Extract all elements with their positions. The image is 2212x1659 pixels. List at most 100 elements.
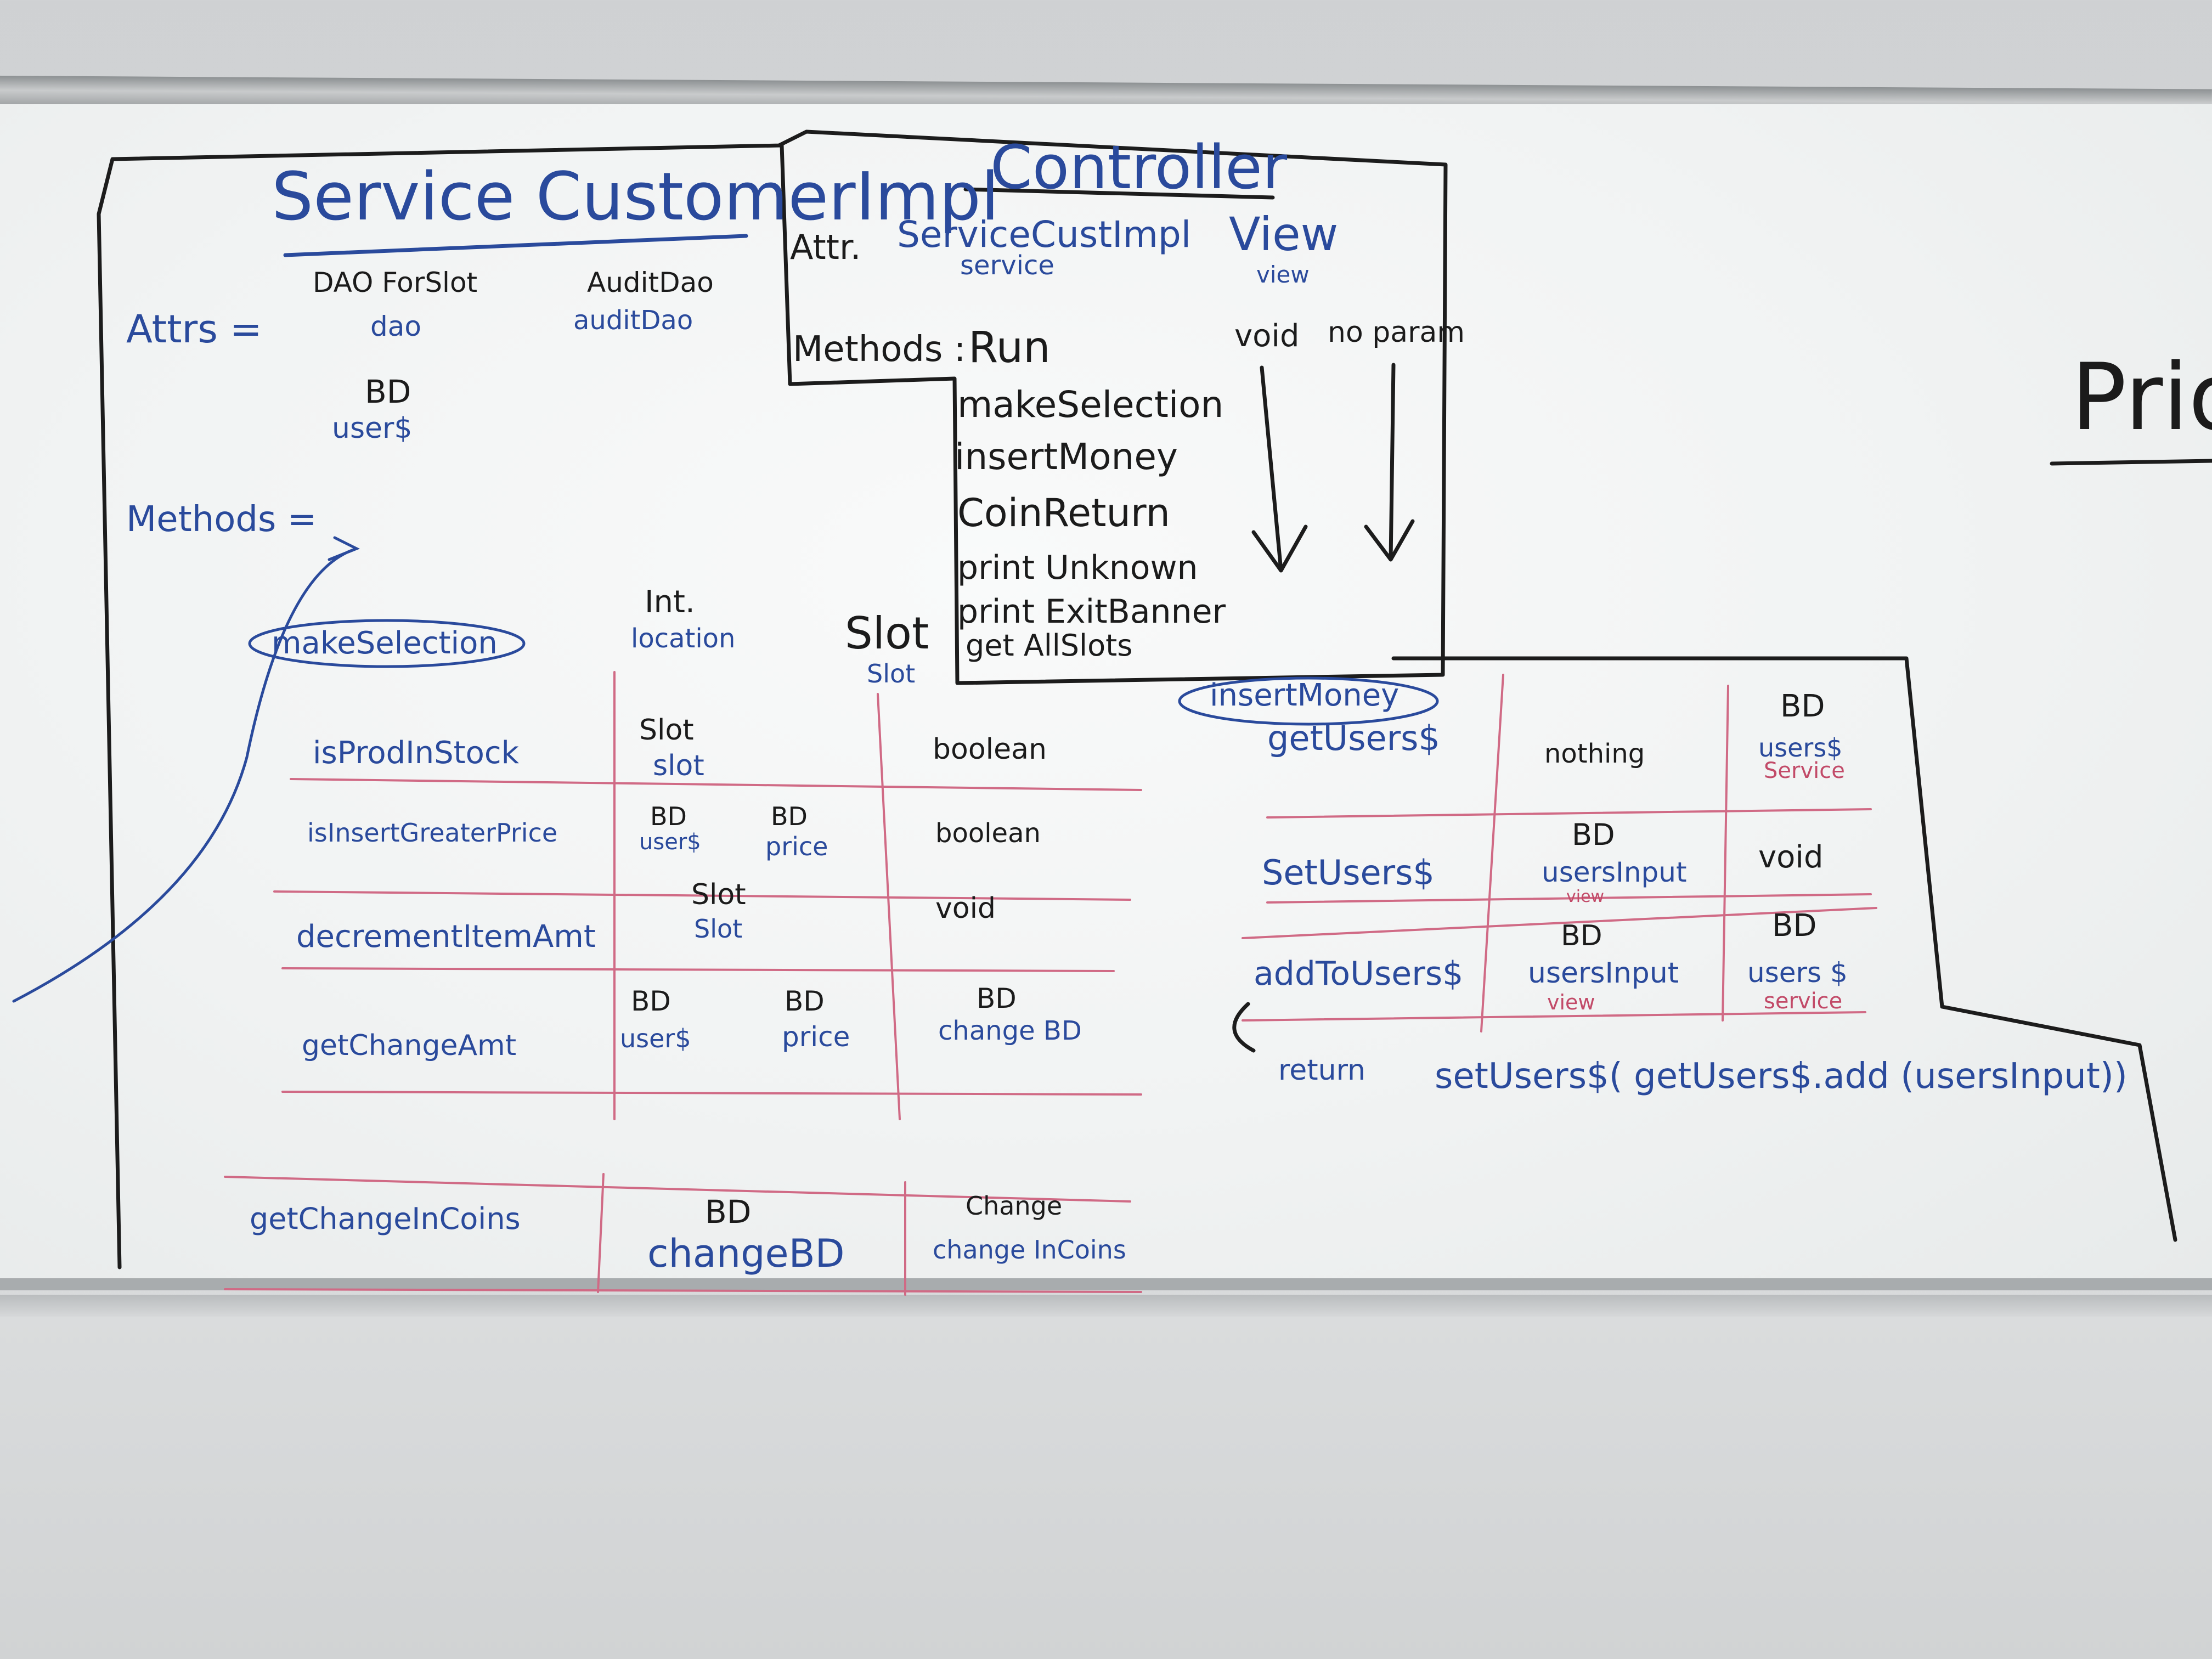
bottom-row-return-name: change InCoins	[933, 1235, 1126, 1265]
im-row-param-note: view	[1547, 990, 1595, 1014]
controller-param-label: no param	[1328, 316, 1465, 349]
method-row-param-name: user$	[639, 830, 701, 855]
make-selection-param-type: Int.	[645, 584, 695, 620]
bottom-row-name: getChangeInCoins	[250, 1201, 521, 1236]
wall	[0, 1317, 2212, 1659]
controller-attr-label: Attr.	[790, 227, 861, 267]
method-row-return: BD	[977, 983, 1017, 1014]
grid-row-line	[1242, 907, 1877, 939]
method-row-param-name: user$	[620, 1024, 691, 1053]
im-row-return: void	[1758, 839, 1824, 875]
method-row-param2-name: price	[765, 832, 828, 861]
controller-attr2-type: View	[1229, 207, 1339, 261]
service-title: Service CustomerImpl	[272, 159, 1000, 235]
method-row-param2-type: BD	[771, 802, 808, 831]
method-row-param2-name: price	[782, 1021, 850, 1053]
method-row-name: getChangeAmt	[302, 1029, 517, 1062]
return-expression: setUsers$( getUsers$.add (usersInput))	[1435, 1056, 2128, 1097]
controller-method-item: get AllSlots	[966, 628, 1133, 663]
im-row-return-type: BD	[1772, 908, 1817, 944]
controller-attr1-type: ServiceCustImpl	[897, 213, 1192, 256]
method-row-param-type: Slot	[639, 714, 694, 747]
controller-attr1-name: service	[960, 250, 1054, 281]
insert-money-ellipse	[1178, 676, 1439, 726]
controller-method-item: insertMoney	[955, 436, 1178, 478]
no-param-arrow	[1364, 363, 1415, 562]
grid-col-line	[1480, 674, 1504, 1032]
im-row-param-type: BD	[1572, 817, 1615, 852]
im-row-return-name: users $	[1747, 957, 1848, 989]
method-row-param-type: Slot	[691, 878, 746, 911]
method-row-return: boolean	[933, 733, 1047, 766]
attr-auditdao-type: AuditDao	[587, 267, 714, 298]
method-row-return: boolean	[935, 818, 1041, 849]
im-row-name: addToUsers$	[1254, 955, 1464, 993]
controller-title: Controller	[990, 132, 1288, 202]
bottom-row-return: Change	[966, 1191, 1063, 1221]
grid-row-line	[1266, 808, 1872, 819]
im-row-name: SetUsers$	[1262, 853, 1435, 893]
service-panel-border	[97, 129, 1448, 1269]
method-row-param-type: BD	[650, 802, 687, 831]
make-selection-ellipse	[248, 619, 526, 668]
make-selection-label: makeSelection	[272, 625, 498, 661]
service-title-underline	[283, 234, 748, 257]
im-row-param: nothing	[1544, 738, 1645, 769]
grid-col-line	[1722, 685, 1729, 1022]
im-row-param-name: usersInput	[1528, 957, 1679, 990]
controller-method-item: CoinReturn	[957, 490, 1170, 535]
controller-method-item: print ExitBanner	[957, 592, 1226, 631]
controller-method-item: Run	[968, 323, 1051, 373]
controller-method-item: print Unknown	[957, 549, 1198, 587]
methods-label: Methods =	[126, 499, 317, 540]
im-row-return-note: Service	[1764, 758, 1845, 783]
attr-dao-type: DAO ForSlot	[313, 267, 478, 298]
attr-user-type: BD	[365, 373, 411, 410]
prior-edge-text: Prior	[2071, 343, 2212, 451]
method-row-name: decrementItemAmt	[296, 919, 596, 955]
prior-underline	[2050, 459, 2212, 466]
attr-dao-name: dao	[370, 311, 421, 342]
attr-user-name: user$	[332, 412, 413, 445]
attr-auditdao-name: auditDao	[573, 305, 693, 336]
bottom-row-param-name: changeBD	[647, 1231, 845, 1276]
grid-row-line	[290, 778, 1142, 791]
bottom-row-param-type: BD	[705, 1193, 752, 1231]
grid-row-line	[224, 1288, 1142, 1293]
im-row-name: getUsers$	[1267, 718, 1440, 758]
make-selection-return-type: Slot	[845, 608, 929, 659]
grid-row-line	[1242, 1011, 1866, 1022]
im-row-return-name: users$	[1758, 733, 1843, 763]
attrs-label: Attrs =	[126, 307, 262, 352]
make-selection-param-name: location	[631, 623, 736, 654]
grid-col-line	[597, 1173, 605, 1293]
method-row-param-name: slot	[653, 749, 704, 782]
return-hook	[1232, 1002, 1256, 1053]
void-arrow	[1251, 365, 1308, 573]
make-selection-return-name: Slot	[867, 659, 916, 689]
im-row-return-note: service	[1764, 989, 1843, 1014]
grid-col-line	[877, 693, 901, 1120]
method-row-param2-type: BD	[785, 985, 825, 1017]
method-row-return: void	[935, 892, 996, 925]
controller-method-item: makeSelection	[957, 383, 1224, 426]
grid-row-line	[224, 1176, 1131, 1203]
controller-methods-label: Methods :	[793, 329, 966, 370]
controller-attr2-name: view	[1256, 261, 1310, 288]
grid-row-line	[281, 1091, 1142, 1096]
return-keyword: return	[1278, 1054, 1365, 1087]
methods-connector	[12, 536, 360, 1003]
im-row-param-note: view	[1566, 887, 1605, 906]
controller-title-underline	[963, 187, 1275, 200]
controller-return-label: void	[1234, 318, 1300, 354]
method-row-param-name: Slot	[694, 914, 743, 944]
im-row-param-type: BD	[1561, 919, 1602, 952]
im-row-param-name: usersInput	[1542, 856, 1687, 888]
method-row-return-name: change BD	[938, 1015, 1082, 1046]
method-row-name: isInsertGreaterPrice	[307, 818, 558, 848]
method-row-param-type: BD	[631, 985, 671, 1017]
insert-money-label: insertMoney	[1210, 678, 1400, 713]
method-row-name: isProdInStock	[313, 735, 520, 771]
marker-tray	[0, 1295, 2212, 1317]
